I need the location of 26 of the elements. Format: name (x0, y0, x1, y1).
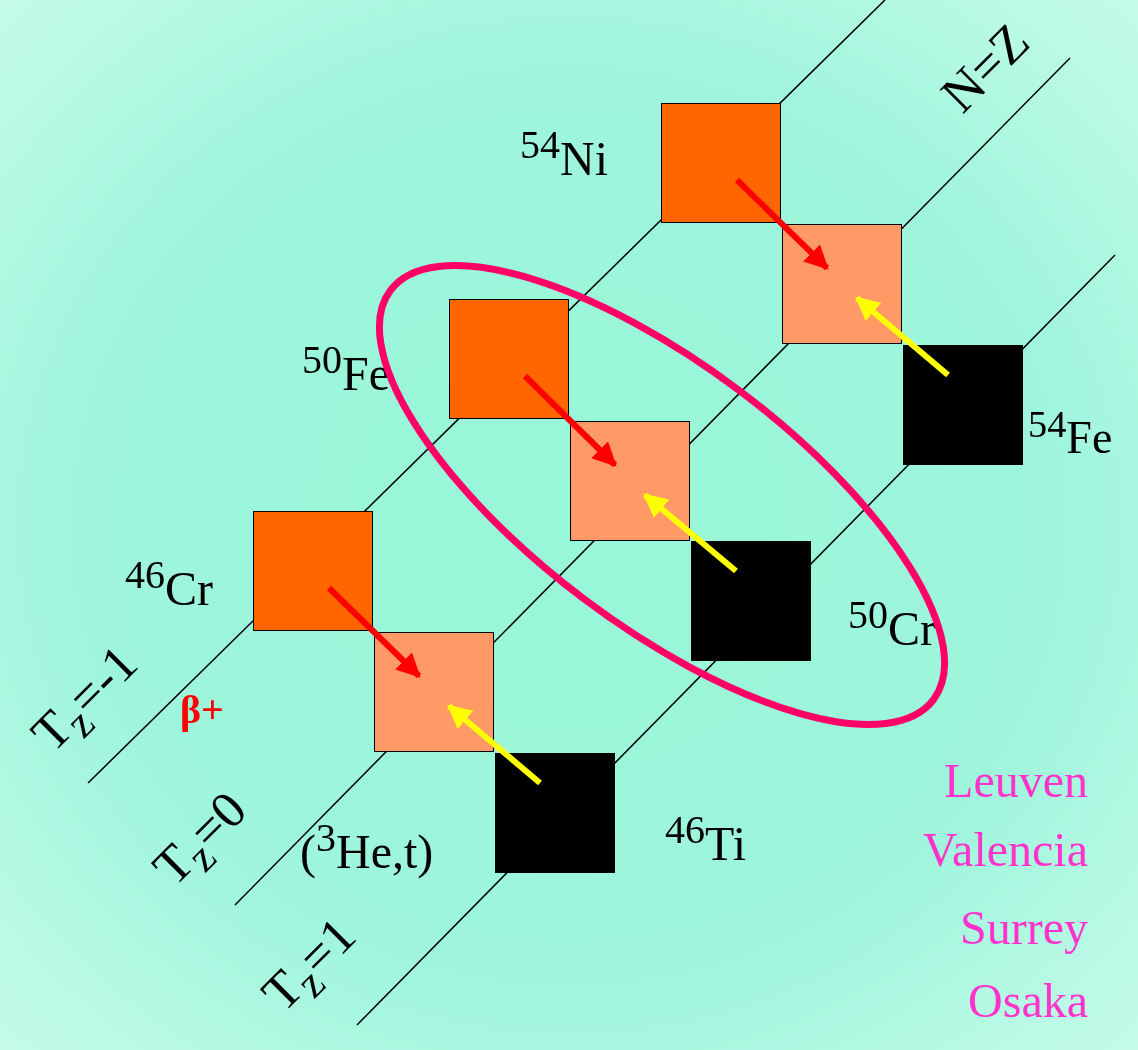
arrow (643, 492, 738, 574)
arrow (734, 177, 830, 271)
nucleus-square (253, 511, 373, 631)
isotope-label: $^{46}$Cr (125, 555, 213, 613)
nucleus-square (449, 299, 569, 419)
analog-state-square (570, 421, 690, 541)
analog-state-square (782, 224, 902, 344)
arrow (522, 373, 618, 468)
analog-state-square (374, 632, 494, 752)
nucleus-square (661, 103, 781, 223)
isotope-label: $^{54}$Ni (520, 125, 608, 183)
stable-nucleus-square (691, 541, 811, 661)
isotope-label: $^{50}$Fe (302, 340, 390, 398)
isotope-label: $^{46}$Ti (665, 810, 746, 868)
stable-nucleus-square (903, 345, 1023, 465)
institution-name: Leuven (944, 757, 1088, 805)
decay-label: β+ (180, 690, 224, 730)
arrow (855, 295, 950, 378)
arrow (447, 703, 542, 786)
institution-name: Surrey (960, 904, 1088, 952)
arrow (326, 585, 422, 679)
institution-name: Valencia (922, 826, 1088, 874)
isotope-label: $^{54}$Fe (1028, 405, 1113, 462)
institution-name: Osaka (968, 977, 1088, 1025)
stable-nucleus-square (495, 753, 615, 873)
isotope-label: $^{50}$Cr (848, 595, 936, 653)
